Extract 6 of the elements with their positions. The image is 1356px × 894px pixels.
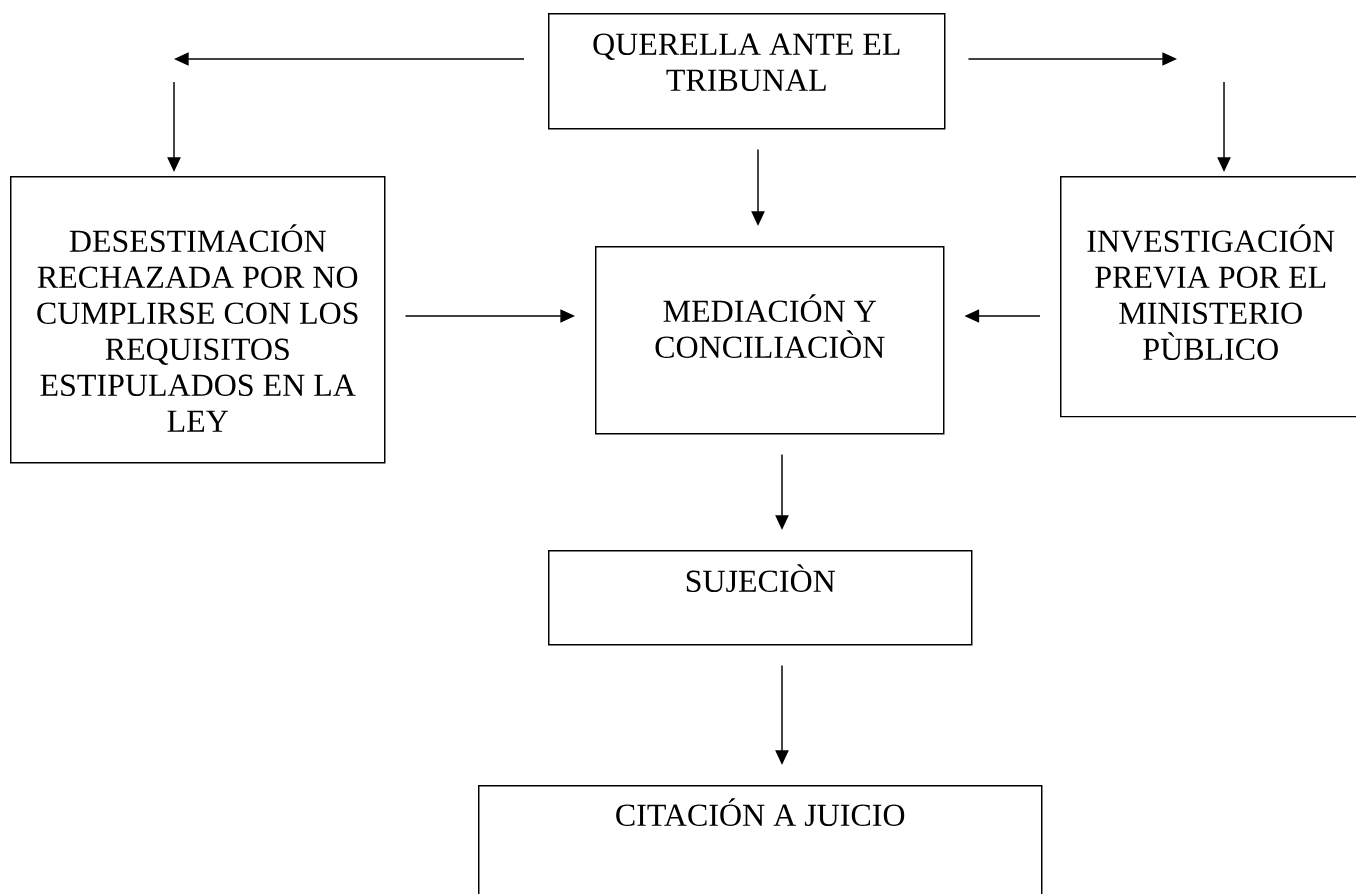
- process-box: INVESTIGACIÓN PREVIA POR EL MINISTERIO PÙBLICO: [1060, 176, 1356, 418]
- process-box: SUJECIÒN: [548, 550, 973, 646]
- process-box: QUERELLA ANTE EL TRIBUNAL: [548, 13, 946, 130]
- process-box: CITACIÓN A JUICIO: [478, 785, 1043, 894]
- process-box: DESESTIMACIÓN RECHAZADA POR NO CUMPLIRSE CON LOS REQUISITOS ESTIPULADOS EN LA LEY: [10, 176, 386, 464]
- process-box: MEDIACIÓN Y CONCILIACIÒN: [595, 246, 945, 435]
